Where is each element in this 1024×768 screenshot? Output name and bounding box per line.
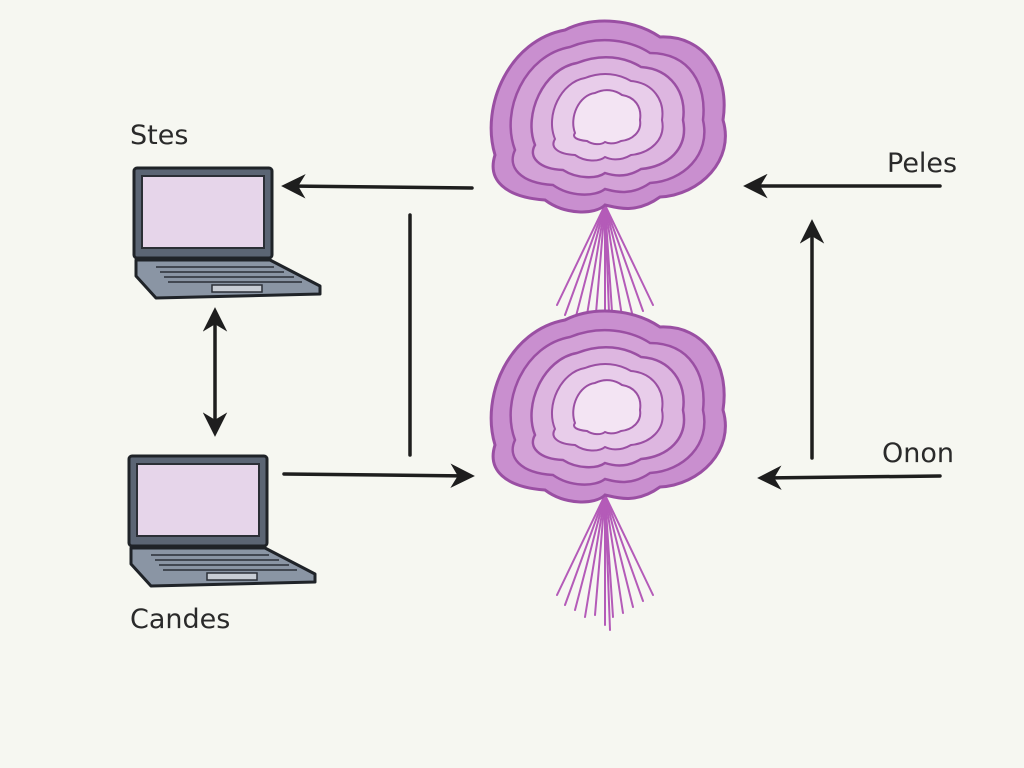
arrow-onon-to-onion (757, 465, 942, 491)
label-top-right: Peles (887, 148, 958, 179)
arrow-bottom-laptop-to-onion (282, 463, 475, 489)
arrow-onion-to-top-laptop (281, 173, 474, 199)
label-top-left: Stes (130, 120, 189, 151)
label-bottom-left: Candes (130, 604, 231, 635)
label-bottom-right: Onon (882, 438, 954, 469)
onion-icon (489, 309, 727, 632)
onion-icon (489, 19, 727, 342)
